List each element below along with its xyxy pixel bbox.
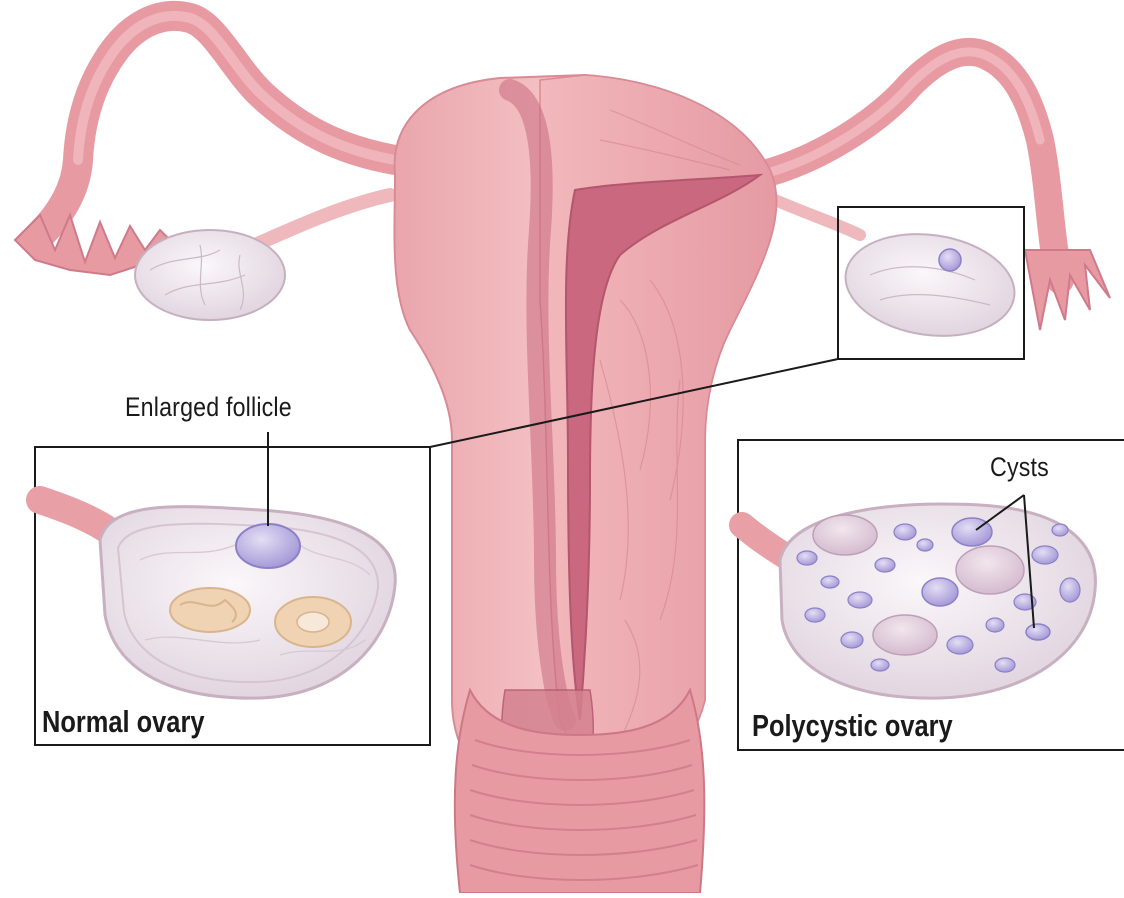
polycystic-ovary-label: Polycystic ovary [752, 708, 953, 744]
left-ovary [135, 230, 285, 320]
left-ovarian-ligament [255, 195, 390, 245]
normal-ovary-inset [35, 432, 430, 745]
uterus [394, 75, 776, 800]
cysts-label: Cysts [990, 452, 1049, 483]
enlarged-follicle-label: Enlarged follicle [125, 392, 292, 423]
enlarged-follicle [236, 524, 300, 568]
right-ovary [839, 224, 1021, 347]
follicle-marker [939, 249, 961, 271]
normal-ovary-label: Normal ovary [42, 704, 204, 740]
right-ovarian-ligament [775, 200, 860, 235]
polycystic-ovary-inset [738, 440, 1124, 750]
